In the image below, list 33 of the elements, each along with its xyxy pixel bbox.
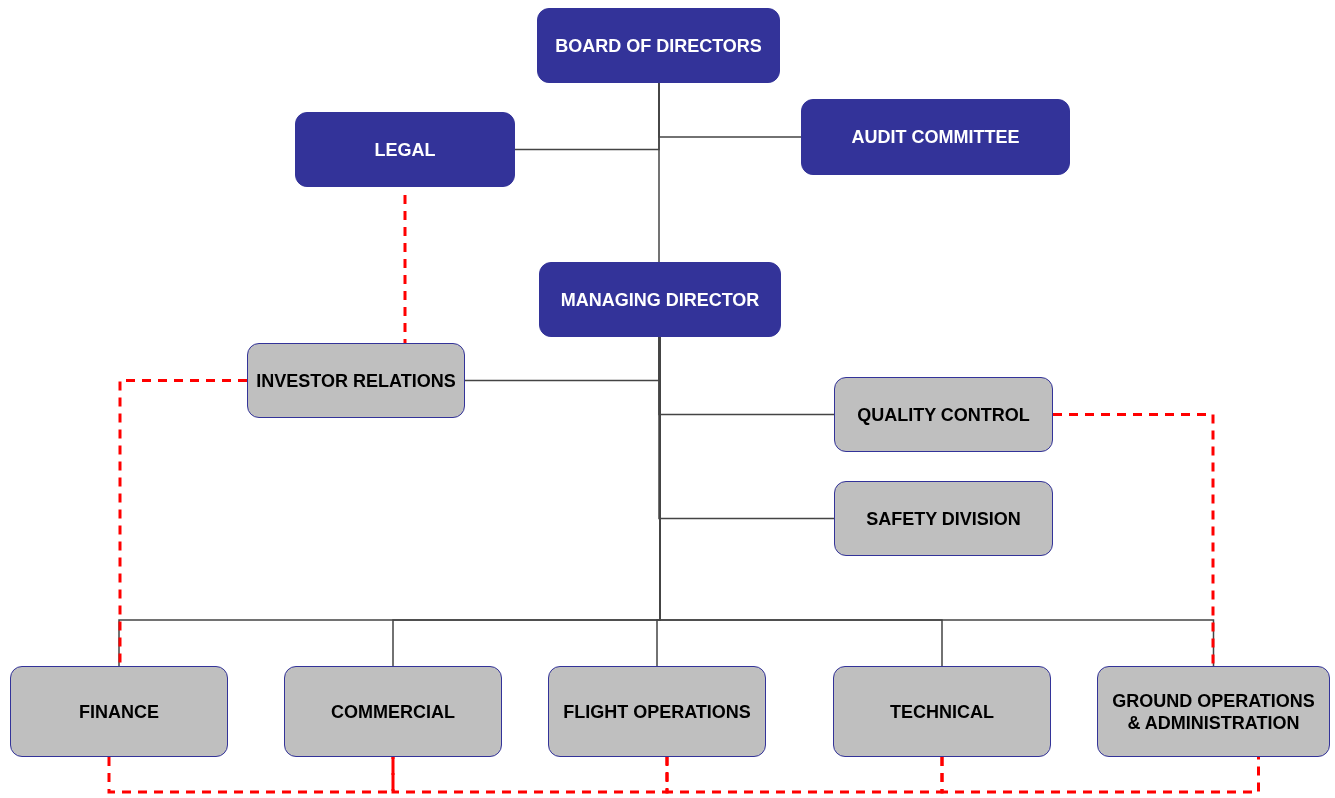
box-label: FINANCE: [79, 700, 159, 723]
box-label: QUALITY CONTROL: [857, 403, 1030, 426]
department-box: [247, 343, 465, 418]
connector-line: [658, 336, 835, 520]
dashed-connector: [940, 757, 1260, 794]
dashed-connector: [403, 195, 407, 343]
department-box: [833, 666, 1051, 757]
box-label: TECHNICAL: [890, 700, 994, 723]
connector-line: [658, 82, 802, 138]
executive-box: [801, 99, 1070, 175]
dashed-connector: [118, 379, 247, 666]
department-box: [548, 666, 766, 757]
department-box: [834, 481, 1053, 556]
box-label: LEGAL: [374, 138, 436, 161]
box-label: BOARD OF DIRECTORS: [555, 34, 762, 57]
executive-box: [537, 8, 780, 83]
dashed-connector: [391, 757, 669, 794]
executive-box: [295, 112, 515, 187]
dashed-connector: [107, 757, 395, 794]
box-label: COMMERCIAL: [331, 700, 455, 723]
box-label: MANAGING DIRECTOR: [560, 288, 760, 311]
department-box: [10, 666, 228, 757]
box-label: FLIGHT OPERATIONS: [563, 700, 751, 723]
department-box: [284, 666, 502, 757]
dashed-connector: [1053, 413, 1215, 666]
box-label: SAFETY DIVISION: [866, 507, 1021, 530]
executive-box: [539, 262, 781, 337]
department-box: [834, 377, 1053, 452]
dashed-connector: [665, 757, 944, 794]
box-label: INVESTOR RELATIONS: [256, 369, 456, 392]
box-label: GROUND OPERATIONS & ADMINISTRATION: [1111, 689, 1316, 734]
box-label: AUDIT COMMITTEE: [851, 126, 1020, 148]
department-box: [1097, 666, 1330, 757]
